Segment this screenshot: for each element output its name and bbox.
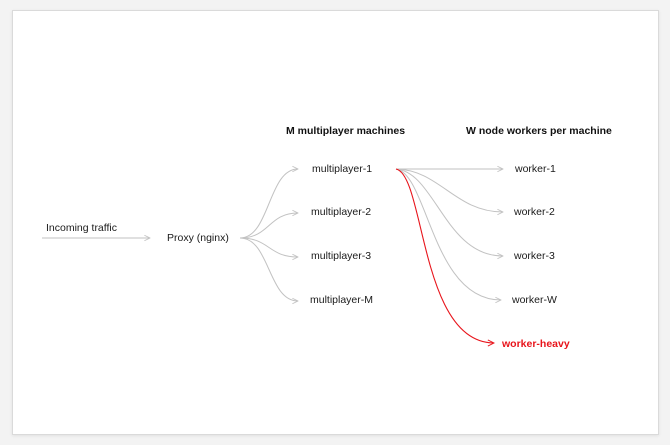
multiplayer-1-node: multiplayer-1: [312, 163, 372, 175]
edge-multiplayer-1-to-worker-heavy: [395, 168, 494, 343]
worker-3-node: worker-3: [513, 250, 555, 262]
worker-1-node: worker-1: [514, 163, 556, 175]
edge-multiplayer-1-to-worker-2: [395, 168, 503, 212]
multiplayer-M-node: multiplayer-M: [310, 294, 373, 306]
edge-multiplayer-1-to-worker-W: [395, 168, 501, 300]
edge-proxy-to-multiplayer-M: [239, 237, 298, 301]
incoming-traffic-label: Incoming traffic: [46, 222, 117, 234]
worker-W-node: worker-W: [511, 294, 557, 306]
multiplayer-machines-header: M multiplayer machines: [286, 125, 405, 137]
node-workers-header: W node workers per machine: [466, 125, 612, 137]
edge-proxy-to-multiplayer-2: [239, 213, 298, 239]
edge-proxy-to-multiplayer-3: [239, 237, 298, 257]
multiplayer-3-node: multiplayer-3: [311, 250, 371, 262]
worker-heavy-node: worker-heavy: [501, 338, 570, 350]
edge-multiplayer-1-to-worker-3: [395, 168, 503, 256]
edge-proxy-to-multiplayer-1: [239, 169, 298, 239]
proxy-node: Proxy (nginx): [167, 232, 229, 244]
multiplayer-2-node: multiplayer-2: [311, 206, 371, 218]
worker-2-node: worker-2: [513, 206, 555, 218]
diagram-card: [12, 10, 659, 435]
